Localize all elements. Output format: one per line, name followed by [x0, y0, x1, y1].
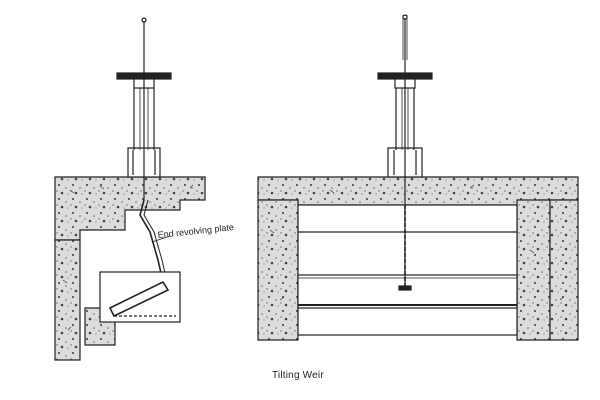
right-right-pier — [516, 199, 551, 341]
left-wall — [54, 239, 81, 361]
end-revolving-plate-label: End revolving plate — [157, 222, 234, 240]
right-outer-wall — [549, 199, 579, 341]
left-section-view — [54, 17, 206, 361]
right-elevation-view — [257, 14, 579, 341]
right-opening — [297, 204, 518, 336]
left-gate-leaf — [108, 280, 170, 318]
right-left-pier — [257, 199, 299, 341]
figure-caption: Tilting Weir — [272, 370, 324, 381]
left-linkage — [139, 199, 164, 283]
concrete-texture — [62, 184, 564, 331]
right-gate-leaf — [297, 274, 518, 309]
